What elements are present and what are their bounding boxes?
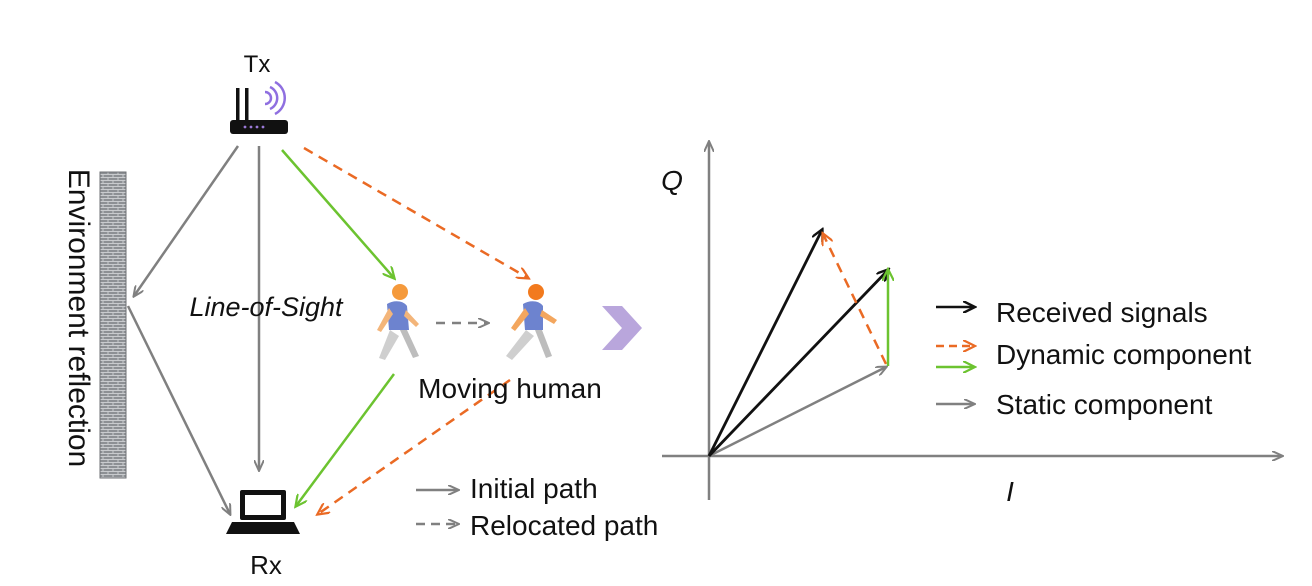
orange-path-to-human	[303, 146, 528, 278]
legend-relocated-path-label: Relocated path	[470, 510, 658, 541]
green-path-to-human	[281, 149, 394, 278]
q-axis-label: Q	[661, 165, 683, 196]
green-path-to-rx	[296, 373, 396, 506]
legend-received-label: Received signals	[996, 297, 1208, 328]
static-component-vector	[708, 367, 886, 458]
tx-label: Tx	[244, 51, 271, 78]
rx-label: Rx	[250, 550, 282, 580]
line-of-sight-label: Line-of-Sight	[189, 292, 344, 322]
walking-person-icon	[506, 284, 557, 360]
wall-label: Environment reflection	[62, 169, 95, 467]
laptop-icon	[226, 490, 300, 534]
router-icon	[230, 80, 288, 134]
received-signal-vector-2	[707, 270, 888, 457]
legend-dynamic-label: Dynamic component	[996, 339, 1251, 370]
wall-reflection-path	[126, 145, 240, 514]
chevron-right-icon	[602, 306, 642, 350]
dynamic-component-vector	[823, 234, 888, 365]
legend-initial-path-label: Initial path	[470, 473, 598, 504]
received-signal-vector-1	[707, 230, 822, 457]
wall-icon	[99, 171, 127, 479]
moving-human-label: Moving human	[418, 373, 602, 404]
i-axis-label: I	[1006, 476, 1014, 507]
orange-path-to-rx	[318, 378, 511, 514]
legend-static-label: Static component	[996, 389, 1213, 420]
walking-person-icon	[377, 284, 419, 360]
